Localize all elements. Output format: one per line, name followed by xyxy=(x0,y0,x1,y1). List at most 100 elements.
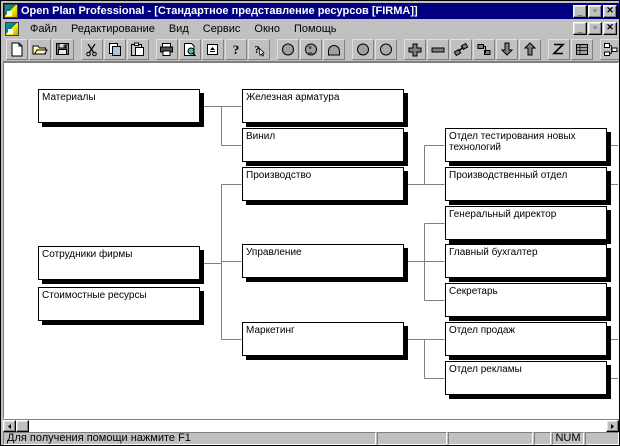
diagram-node[interactable]: Генеральный директор xyxy=(445,206,607,240)
menu-item-tools[interactable]: Сервис xyxy=(202,22,241,35)
diagram-node[interactable]: Винил xyxy=(242,128,404,162)
diagram-node[interactable]: Отдел тестирования новых технологий xyxy=(445,128,607,162)
diagram-node[interactable]: Секретарь xyxy=(445,283,607,317)
menu-item-file[interactable]: Файл xyxy=(30,22,58,35)
unlink-button[interactable] xyxy=(473,38,495,60)
app-icon xyxy=(4,4,18,18)
save-button[interactable] xyxy=(52,38,74,60)
link-button[interactable] xyxy=(450,38,472,60)
svg-text:?: ? xyxy=(254,44,260,56)
menu-item-window[interactable]: Окно xyxy=(254,22,280,35)
resource-shape-button[interactable] xyxy=(323,38,345,60)
restore-icon: ▫ xyxy=(593,4,597,15)
help-question-icon: ? xyxy=(233,42,240,57)
context-help-icon: ? xyxy=(254,44,265,57)
minimize-icon: _ xyxy=(577,24,583,34)
status-pane-4 xyxy=(534,432,551,445)
copy-button[interactable] xyxy=(104,38,126,60)
resource-breakdown-diagram: Материалы Сотрудники фирмы Стоимостные р… xyxy=(4,63,618,418)
restore-icon: ▫ xyxy=(593,22,597,32)
diagram-node[interactable]: Стоимостные ресурсы xyxy=(38,287,200,321)
toolbar: ? ? xyxy=(3,37,619,62)
demote-button[interactable] xyxy=(496,38,518,60)
close-button[interactable]: ✕ xyxy=(603,4,617,18)
diagram-node[interactable]: Управление xyxy=(242,244,404,278)
diagram-node[interactable]: Производственный отдел xyxy=(445,167,607,201)
table-view-icon xyxy=(576,43,588,55)
chevron-left-icon xyxy=(8,423,11,429)
minimize-button[interactable]: _ xyxy=(573,4,587,18)
resource-circle-icon xyxy=(282,43,294,55)
node-circle-alt-button[interactable] xyxy=(375,38,397,60)
context-help-button[interactable]: ? xyxy=(248,38,270,60)
resource-circle-button[interactable] xyxy=(277,38,299,60)
scroll-right-button[interactable] xyxy=(606,420,619,432)
diagram-node[interactable]: Отдел рекламы xyxy=(445,361,607,395)
diagram-node[interactable]: Производство xyxy=(242,167,404,201)
table-view-button[interactable] xyxy=(571,38,593,60)
svg-text:?: ? xyxy=(233,42,240,57)
node-circle-alt-icon xyxy=(380,43,392,55)
print-preview-button[interactable] xyxy=(179,38,201,60)
save-disk-icon xyxy=(56,42,69,55)
print-button[interactable] xyxy=(156,38,178,60)
status-num-indicator: NUM xyxy=(552,432,584,445)
scroll-left-button[interactable] xyxy=(3,420,16,432)
node-circle-button[interactable] xyxy=(352,38,374,60)
status-hint: Для получения помощи нажмите F1 xyxy=(3,432,376,445)
unlink-icon xyxy=(477,43,491,55)
minimize-icon: _ xyxy=(577,6,583,17)
menu-item-edit[interactable]: Редактирование xyxy=(71,22,155,35)
copy-icon xyxy=(109,42,121,56)
mdi-minimize-button[interactable]: _ xyxy=(573,22,587,35)
horizontal-scrollbar[interactable] xyxy=(3,419,619,432)
layout-tree-button[interactable] xyxy=(600,38,619,60)
mdi-child-icon[interactable] xyxy=(5,21,19,36)
diagram-node[interactable]: Маркетинг xyxy=(242,322,404,356)
print-icon xyxy=(160,42,173,56)
diagram-client-area[interactable]: Материалы Сотрудники фирмы Стоимостные р… xyxy=(3,62,619,419)
promote-button[interactable] xyxy=(519,38,541,60)
mdi-child-controls: _ ▫ ✕ xyxy=(572,22,617,35)
menu-item-view[interactable]: Вид xyxy=(168,22,189,35)
open-button[interactable] xyxy=(29,38,51,60)
add-button[interactable] xyxy=(404,38,426,60)
close-icon: ✕ xyxy=(606,4,614,15)
mdi-restore-button[interactable]: ▫ xyxy=(588,22,602,35)
diagram-node[interactable]: Главный бухгалтер xyxy=(445,244,607,278)
window-controls: _ ▫ ✕ xyxy=(572,4,617,18)
title-bar[interactable]: Open Plan Professional - [Стандартное пр… xyxy=(3,3,619,19)
resource-person-icon xyxy=(305,43,317,55)
paste-button[interactable] xyxy=(127,38,149,60)
mdi-close-button[interactable]: ✕ xyxy=(603,22,617,35)
zigzag-icon xyxy=(552,43,565,54)
print-preview-icon xyxy=(184,42,197,57)
remove-button[interactable] xyxy=(427,38,449,60)
new-button[interactable] xyxy=(6,38,28,60)
diagram-node[interactable]: Железная арматура xyxy=(242,89,404,123)
sort-button[interactable] xyxy=(202,38,224,60)
link-icon xyxy=(453,42,469,56)
open-folder-icon xyxy=(32,45,48,54)
menu-item-help[interactable]: Помощь xyxy=(293,22,337,35)
zigzag-button[interactable] xyxy=(548,38,570,60)
window-title: Open Plan Professional - [Стандартное пр… xyxy=(21,5,418,17)
status-bar: Для получения помощи нажмите F1 NUM xyxy=(3,432,619,445)
help-button[interactable]: ? xyxy=(225,38,247,60)
status-pane-6 xyxy=(585,432,619,445)
diagram-node[interactable]: Материалы xyxy=(38,89,200,123)
node-circle-icon xyxy=(357,43,369,55)
promote-up-arrow-icon xyxy=(523,41,537,55)
menu-items: Файл Редактирование Вид Сервис Окно Помо… xyxy=(23,22,572,36)
resource-person-button[interactable] xyxy=(300,38,322,60)
cut-button[interactable] xyxy=(81,38,103,60)
restore-button[interactable]: ▫ xyxy=(588,4,602,18)
status-pane-2 xyxy=(377,432,447,445)
chevron-right-icon xyxy=(611,423,614,429)
scrollbar-track[interactable] xyxy=(29,420,606,432)
scrollbar-thumb[interactable] xyxy=(16,420,29,432)
diagram-node[interactable]: Отдел продаж xyxy=(445,322,607,356)
diagram-node[interactable]: Сотрудники фирмы xyxy=(38,246,200,280)
demote-down-arrow-icon xyxy=(500,42,514,56)
